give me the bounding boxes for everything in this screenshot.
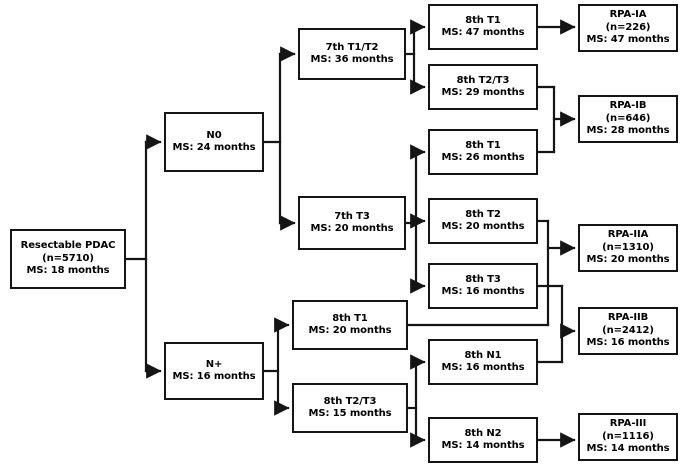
node-text-line: MS: 20 months (441, 221, 525, 232)
rpa-ia-node[interactable]: RPA-IA(n=226)MS: 47 months (578, 4, 678, 52)
node-text-line: 8th T2/T3 (323, 395, 377, 407)
node-text-line: 7th T3 (334, 210, 370, 222)
node-text-line: N0 (206, 129, 222, 141)
node-text-line: (n=1310) (602, 241, 654, 253)
node-text-line: RPA-IA (609, 9, 647, 21)
node-text-line: 8th N2 (464, 427, 502, 439)
node-text-line: 8th N1 (464, 349, 502, 361)
node-text-line: RPA-IB (609, 100, 647, 112)
resectable-pdac-node[interactable]: Resectable PDAC(n=5710)MS: 18 months (10, 229, 126, 289)
node-text-line: MS: 16 months (441, 286, 525, 297)
n-plus-node[interactable]: N+MS: 16 months (164, 342, 264, 400)
node-text-line: RPA-IIA (607, 229, 649, 241)
rpa-iii-node[interactable]: RPA-III(n=1116)MS: 14 months (578, 413, 678, 461)
node-text-line: MS: 36 months (310, 54, 394, 65)
node-text-line: MS: 28 months (586, 125, 670, 137)
rpa-iib-node[interactable]: RPA-IIB(n=2412)MS: 16 months (578, 307, 678, 355)
node-text-line: RPA-III (609, 418, 647, 430)
node-text-line: (n=646) (605, 112, 651, 124)
node-text-line: 8th T3 (465, 273, 501, 285)
rpa-iia-node[interactable]: RPA-IIA(n=1310)MS: 20 months (578, 224, 678, 272)
node-text-line: MS: 20 months (308, 325, 392, 336)
node-text-line: (n=2412) (602, 324, 654, 336)
node-text-line: MS: 20 months (310, 223, 394, 234)
node-text-line: MS: 16 months (586, 337, 670, 349)
node-text-line: MS: 18 months (26, 265, 110, 277)
node-text-line: 8th T1 (332, 312, 368, 324)
node-text-line: Resectable PDAC (20, 240, 116, 252)
node-text-line: 8th T2/T3 (456, 74, 510, 86)
node-text-line: MS: 47 months (441, 27, 525, 38)
node-text-line: (n=5710) (42, 252, 94, 264)
node-text-line: MS: 16 months (441, 362, 525, 373)
node-text-line: MS: 29 months (441, 87, 525, 98)
node-text-line: RPA-IIB (607, 312, 649, 324)
node-text-line: MS: 20 months (586, 254, 670, 266)
node-text-line: 8th T1 (465, 139, 501, 151)
node-text-line: MS: 14 months (586, 443, 670, 455)
node-text-line: MS: 14 months (441, 440, 525, 451)
node-text-line: MS: 15 months (308, 408, 392, 419)
node-text-line: (n=226) (605, 21, 651, 33)
node-text-line: MS: 26 months (441, 152, 525, 163)
node-text-line: N+ (205, 358, 223, 370)
node-text-line: (n=1116) (602, 430, 654, 442)
node-text-line: 7th T1/T2 (325, 41, 379, 53)
node-text-line: MS: 24 months (172, 142, 256, 153)
node-text-line: MS: 16 months (172, 371, 256, 382)
rpa-ib-node[interactable]: RPA-IB(n=646)MS: 28 months (578, 95, 678, 143)
node-text-line: 8th T2 (465, 208, 501, 220)
node-text-line: MS: 47 months (586, 34, 670, 46)
node-text-line: 8th T1 (465, 14, 501, 26)
